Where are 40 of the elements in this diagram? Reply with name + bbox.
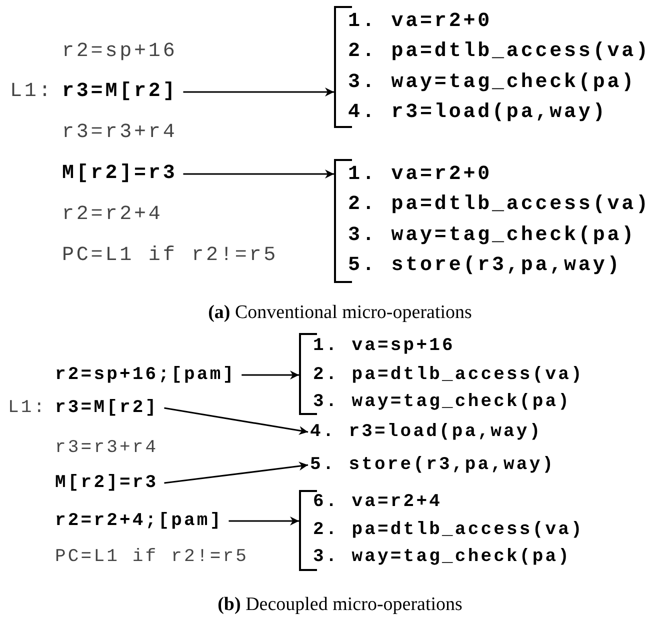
arrow bbox=[164, 462, 308, 484]
arrow bbox=[183, 88, 334, 96]
code-text: PC=L1 if r2!=r5 bbox=[55, 546, 249, 569]
micro-operation-text: 3. way=tag_check(pa) bbox=[313, 391, 572, 414]
instruction-text: M[r2]=r3 bbox=[55, 471, 158, 495]
code-text: r2=sp+16 bbox=[62, 39, 178, 65]
micro-operation-text: 3. way=tag_check(pa) bbox=[313, 546, 572, 569]
arrow bbox=[228, 516, 299, 526]
code-text: L1: bbox=[10, 79, 54, 105]
micro-operation-text: 1. va=r2+0 bbox=[348, 9, 492, 35]
micro-operation-text: 6. va=r2+4 bbox=[313, 491, 442, 514]
instruction-text: r3=M[r2] bbox=[55, 396, 158, 420]
micro-operation-text: 2. pa=dtlb_access(va) bbox=[348, 192, 648, 218]
instruction-text: r2=sp+16;[pam] bbox=[55, 363, 236, 387]
figure-caption: (a) Conventional micro-operations bbox=[208, 301, 472, 325]
instruction-text: r3=M[r2] bbox=[62, 79, 178, 105]
arrow bbox=[164, 407, 308, 435]
code-text: PC=L1 if r2!=r5 bbox=[62, 243, 278, 269]
micro-operation-text: 5. store(r3,pa,way) bbox=[310, 453, 556, 477]
micro-operation-text: 2. pa=dtlb_access(va) bbox=[313, 519, 584, 542]
bracket-group bbox=[334, 159, 648, 283]
arrow bbox=[242, 370, 299, 380]
figure-caption: (b) Decoupled micro-operations bbox=[218, 593, 462, 617]
micro-operation-text: 3. way=tag_check(pa) bbox=[348, 70, 636, 96]
code-text: r2=r2+4 bbox=[62, 202, 163, 228]
bracket-group bbox=[334, 6, 648, 128]
micro-operation-text: 4. r3=load(pa,way) bbox=[310, 420, 542, 444]
instruction-text: M[r2]=r3 bbox=[62, 161, 178, 187]
micro-operation-text: 5. store(r3,pa,way) bbox=[348, 253, 622, 279]
instruction-text: r2=r2+4;[pam] bbox=[55, 509, 223, 533]
micro-operation-text: 3. way=tag_check(pa) bbox=[348, 223, 636, 249]
micro-operation-text: 2. pa=dtlb_access(va) bbox=[313, 364, 584, 387]
arrow bbox=[183, 170, 334, 178]
micro-operation-text: 1. va=sp+16 bbox=[313, 335, 455, 358]
code-text: r3=r3+r4 bbox=[55, 437, 158, 460]
micro-operation-text: 4. r3=load(pa,way) bbox=[348, 100, 608, 126]
code-text: r3=r3+r4 bbox=[62, 120, 178, 146]
code-text: L1: bbox=[8, 397, 47, 420]
micro-operation-text: 1. va=r2+0 bbox=[348, 162, 492, 188]
micro-operation-text: 2. pa=dtlb_access(va) bbox=[348, 39, 648, 65]
